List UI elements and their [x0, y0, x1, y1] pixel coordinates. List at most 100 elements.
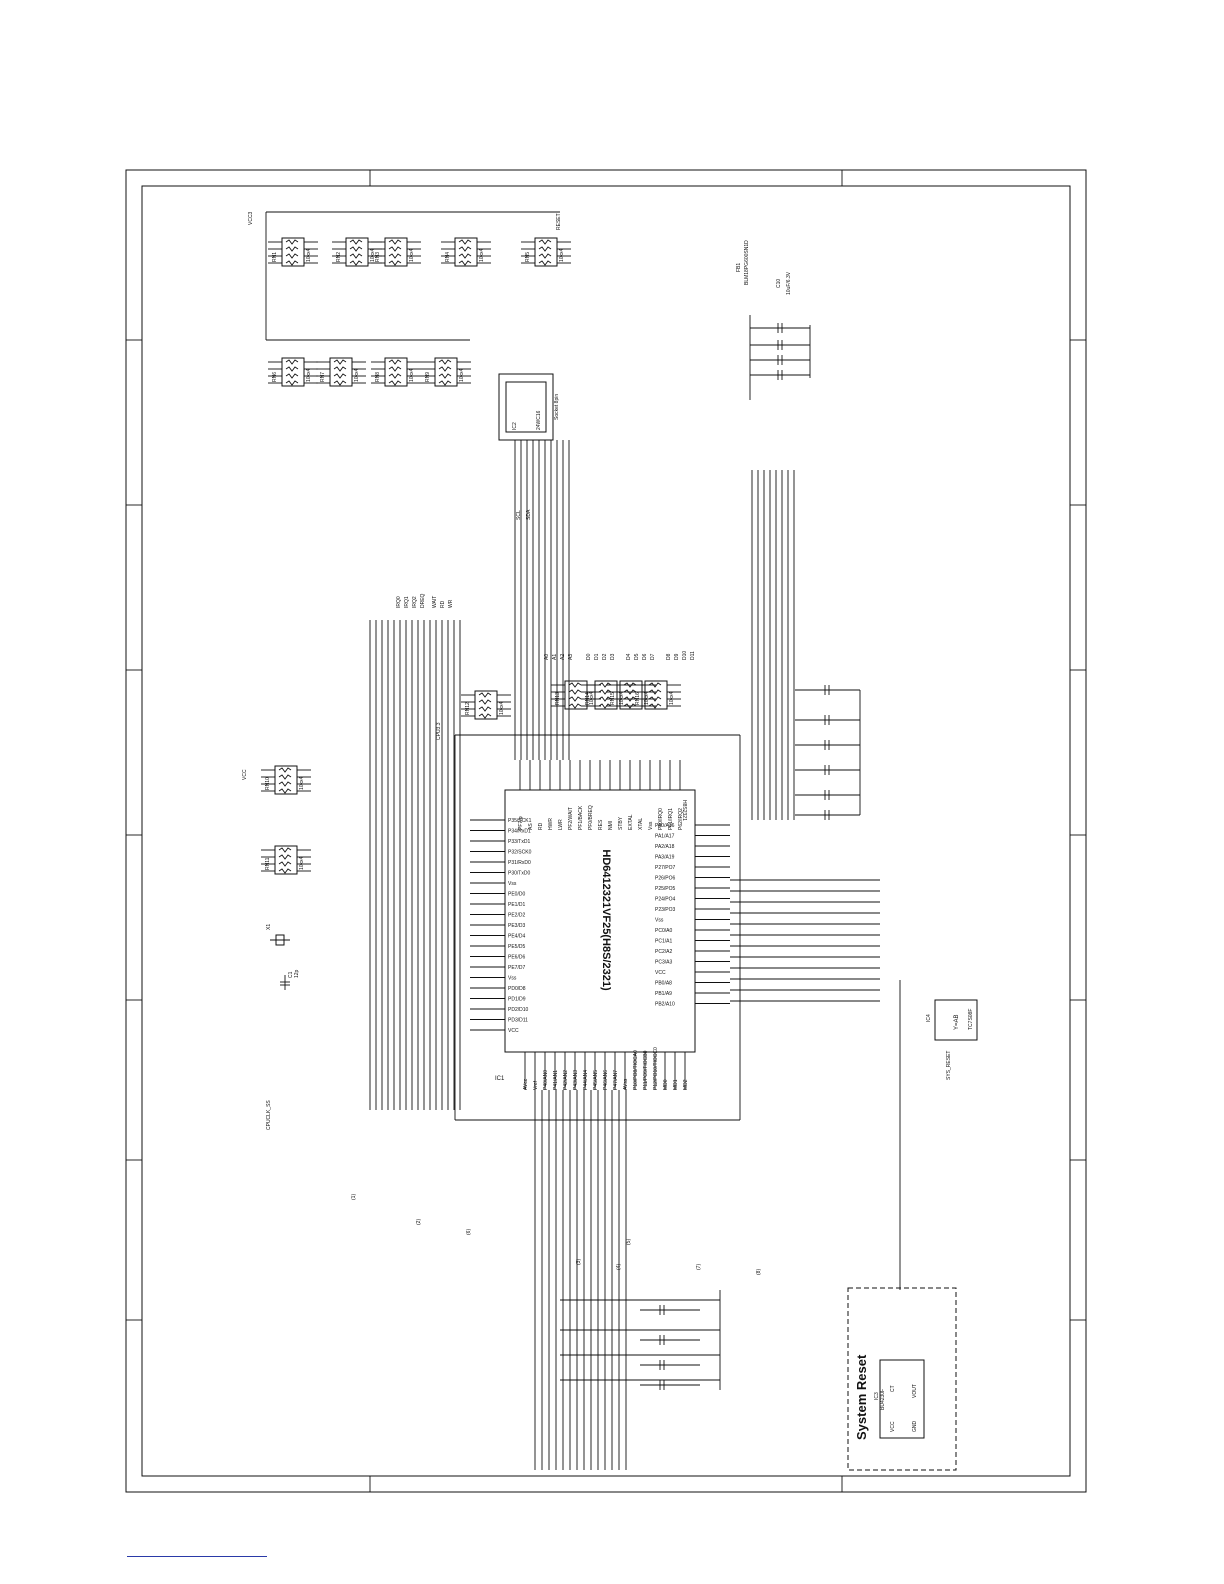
- net-label: WAIT: [432, 596, 438, 608]
- main-ic-bottom-pin-label: Vref: [533, 1080, 539, 1090]
- resistor-network-ref: RN3: [375, 252, 381, 262]
- main-ic-bottom-pin-label: P43/AN3: [573, 1070, 579, 1090]
- c10-ref: C10: [776, 279, 782, 288]
- net-label: IRQ1: [404, 596, 410, 608]
- main-ic-right-pin-label: P25/PO5: [655, 886, 676, 892]
- page-reference: (2): [416, 1219, 422, 1225]
- main-ic-left-pin-label: PD3/D11: [508, 1018, 528, 1024]
- resistor-network-ref: RN15: [610, 692, 616, 705]
- resistor-network-value: 10kx4: [299, 776, 305, 790]
- main-ic-left-pin-label: P30/TxD0: [508, 871, 530, 877]
- main-ic-right-pin-label: PC3/A3: [655, 960, 672, 966]
- main-ic-right-pin-label: PC1/A1: [655, 939, 672, 945]
- main-ic-top-pin-label: AS: [528, 823, 534, 830]
- resistor-network-value: 10kx4: [370, 248, 376, 262]
- main-ic-top-pin-label: PF2/WAIT: [568, 807, 574, 830]
- main-ic-top-pin-label: RES: [598, 819, 604, 830]
- main-ic-left-pin-label: P31/RxD0: [508, 860, 531, 866]
- page-reference: (8): [756, 1269, 762, 1275]
- main-ic-left-pin-label: PD1/D9: [508, 997, 526, 1003]
- main-ic-right-pin-label: PB0/A8: [655, 981, 672, 987]
- main-ic-bottom-pin-label: P40/AN0: [543, 1070, 549, 1090]
- main-ic-right-pin-label: PC2/A2: [655, 949, 672, 955]
- net-label: D8: [666, 653, 672, 660]
- main-ic-top-pin-label: PF7/φ: [518, 815, 524, 830]
- main-ic-left-pin-label: PD0/D8: [508, 986, 526, 992]
- eeprom-ic: IC2 24WC16 Socket 8pin: [498, 373, 560, 441]
- page-reference: (4): [616, 1264, 622, 1270]
- main-ic-bottom-pin-label: P47/AN7: [613, 1070, 619, 1090]
- main-ic-left-pin-label: VCC: [508, 1028, 519, 1034]
- main-ic-top-pin-label: LWR: [558, 819, 564, 830]
- main-ic-right-pin-label: PA2/A18: [655, 844, 675, 850]
- net-label: A3: [568, 654, 574, 660]
- resistor-network-ref: RN9: [425, 372, 431, 382]
- resistor-network-value: 10kx4: [306, 248, 312, 262]
- ferrite-value: BLM18PG600SN1D: [744, 240, 750, 285]
- net-label: D7: [650, 653, 656, 660]
- main-ic-left-pin-label: Vss: [508, 881, 517, 887]
- net-label: CPUCLK_SS: [266, 1100, 272, 1130]
- c1-ref: C1: [288, 971, 294, 978]
- logic-ic-part: TC7S08F: [968, 1009, 974, 1030]
- reset-ic-pin-gnd: GND: [912, 1421, 918, 1433]
- ferrite-ref: FB1: [736, 263, 742, 272]
- main-ic-left-pin-label: PE3/D3: [508, 923, 525, 929]
- main-ic-left-pin-label: PE4/D4: [508, 934, 525, 940]
- resistor-network-ref: RN2: [336, 252, 342, 262]
- logic-ic-ref: IC4: [926, 1014, 932, 1022]
- main-ic-left-pin-label: PD2/D10: [508, 1007, 529, 1013]
- net-label: SYS_RESET: [946, 1051, 952, 1080]
- main-ic-side-label: H8S2321: [681, 800, 687, 821]
- main-ic-right-pin-label: PB1/A9: [655, 991, 672, 997]
- resistor-network-ref: RN6: [272, 372, 278, 382]
- main-ic-left-pin-label: PE6/D6: [508, 955, 525, 961]
- net-label: IRQ0: [396, 596, 402, 608]
- net-label: CPU3.3: [436, 722, 442, 740]
- resistor-network-value: 10kx4: [409, 368, 415, 382]
- c10-value: 10uF/6.3V: [786, 271, 792, 295]
- clock-capacitor-c1: C1 12p: [280, 969, 300, 990]
- page-reference: (3): [576, 1259, 582, 1265]
- resistor-network-ref: RN10: [265, 777, 271, 790]
- resistor-network-ref: RN8: [375, 372, 381, 382]
- net-label: D9: [674, 653, 680, 660]
- decoupling-capacitors: [749, 315, 861, 820]
- main-ic-part: HD6412321VF25(H8S/2321): [600, 849, 612, 991]
- resistor-network-ref: RN14: [585, 692, 591, 705]
- system-reset-block: System Reset IC3 BU4230F VCC CT GND VOUT: [847, 1287, 957, 1471]
- reset-ic-pin-vout: VOUT: [912, 1384, 918, 1398]
- main-ic: HD6412321VF25(H8S/2321) IC1 H8S2321 P35/…: [470, 760, 730, 1090]
- resistor-network-ref: RN7: [320, 372, 326, 382]
- drawing-frame: [125, 169, 1087, 1493]
- net-label: RESET: [556, 213, 562, 230]
- page-reference: (6): [466, 1229, 472, 1235]
- main-ic-top-pin-label: HWR: [548, 818, 554, 830]
- ferrite-bead: FB1 BLM18PG600SN1D: [736, 240, 750, 285]
- main-ic-left-pin-label: P34/RxD1: [508, 829, 531, 835]
- net-label: IRQ2: [412, 596, 418, 608]
- eeprom-note: Socket 8pin: [554, 394, 560, 420]
- resistor-network-ref: RN11: [265, 857, 271, 870]
- net-label: D4: [626, 653, 632, 660]
- net-label: A1: [552, 654, 558, 660]
- resistor-network-value: 10kx4: [644, 691, 650, 705]
- net-label: D11: [690, 651, 696, 660]
- main-ic-right-pin-label: P26/PO6: [655, 876, 676, 882]
- main-ic-right-pin-label: P23/PO3: [655, 907, 676, 913]
- resistor-network-value: 10kx4: [479, 248, 485, 262]
- main-ic-left-pin-label: PE5/D5: [508, 944, 525, 950]
- main-ic-bottom-pin-label: MD2: [683, 1079, 689, 1090]
- main-ic-right-pin-label: PA1/A17: [655, 834, 675, 840]
- resistor-network: RN10 10kx4: [261, 765, 311, 795]
- reset-ic-pin-vcc: VCC: [890, 1421, 896, 1432]
- net-label: A2: [560, 654, 566, 660]
